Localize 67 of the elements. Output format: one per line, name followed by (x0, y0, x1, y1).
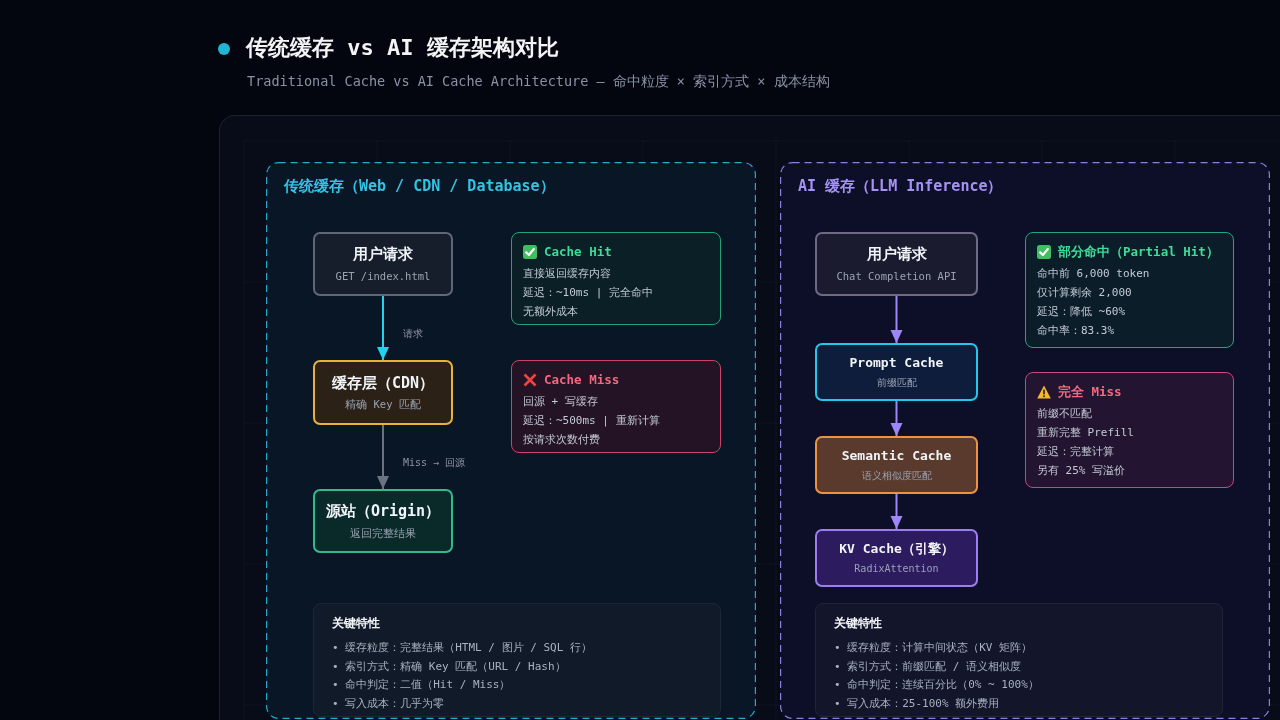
card-heading: 完全 Miss (1058, 383, 1122, 401)
info-card (1025, 232, 1234, 348)
bullet-text: • 缓存粒度：计算中间状态（KV 矩阵） (834, 640, 1033, 656)
card-text: 前缀不匹配 (1037, 406, 1092, 422)
card-text: 直接返回缓存内容 (523, 266, 611, 282)
arrow (377, 295, 389, 361)
bullet-text: • 命中判定：连续百分比（0% ~ 100%） (834, 677, 1039, 694)
card-text: 延迟：~10ms | 完全命中 (523, 285, 653, 301)
node-subtitle: 前缀匹配 (876, 376, 917, 390)
card-text: 重新完整 Prefill (1037, 425, 1134, 441)
process-box (815, 436, 978, 494)
node-subtitle: 精确 Key 匹配 (345, 398, 421, 412)
process-box (815, 232, 978, 296)
panel-title: AI 缓存（LLM Inference） (798, 176, 1003, 196)
card-text: 延迟：完整计算 (1037, 444, 1114, 460)
bullet-text: • 缓存粒度：完整结果（HTML / 图片 / SQL 行） (332, 640, 592, 656)
node-subtitle: RadixAttention (854, 562, 939, 576)
bullet-text: • 索引方式：精确 Key 匹配（URL / Hash） (332, 658, 566, 675)
card-heading: Cache Hit (544, 243, 612, 261)
card-heading: 关键特性 (834, 615, 882, 631)
info-card (511, 360, 721, 453)
bullet-text: • 写入成本：25-100% 额外费用 (834, 696, 1000, 713)
bullet-text: • 索引方式：前缀匹配 / 语义相似度 (834, 658, 1022, 675)
arrow (890, 295, 903, 344)
node-subtitle: 返回完整结果 (350, 526, 416, 540)
node-title: Prompt Cache (849, 354, 944, 372)
node-subtitle: GET /index.html (335, 269, 431, 283)
bullet-text: • 写入成本：几乎为零 (332, 696, 445, 713)
process-box (313, 232, 453, 296)
card-text: 延迟：降低 ~60% (1037, 304, 1126, 320)
process-box (313, 360, 453, 425)
card-heading: Cache Miss (544, 371, 620, 389)
info-card (1025, 372, 1234, 488)
node-subtitle: Chat Completion API (836, 269, 957, 283)
group-panel (266, 162, 756, 719)
node-title: Semantic Cache (841, 447, 952, 465)
arrow (890, 400, 903, 437)
card-heading: 关键特性 (332, 615, 380, 631)
arrow (890, 493, 903, 530)
process-box (313, 489, 453, 553)
page-title: 传统缓存 vs AI 缓存架构对比 (246, 34, 559, 62)
node-title: 源站（Origin） (325, 502, 441, 522)
node-title: 用户请求 (353, 245, 413, 265)
node-subtitle: 语义相似度匹配 (861, 469, 932, 483)
card-text: 按请求次数付费 (523, 432, 600, 448)
feature-card (815, 603, 1223, 717)
feature-card (313, 603, 721, 717)
info-card (511, 232, 721, 325)
process-box (815, 343, 978, 401)
card-text: 另有 25% 写溢价 (1037, 463, 1126, 479)
node-title: 用户请求 (866, 245, 927, 265)
bullet-text: • 命中判定：二值（Hit / Miss） (332, 677, 511, 694)
group-panel (780, 162, 1270, 719)
card-text: 命中前 6,000 token (1037, 266, 1150, 282)
node-title: KV Cache（引擎） (839, 540, 954, 558)
card-text: 回源 + 写缓存 (523, 394, 598, 410)
card-text: 无额外成本 (523, 304, 578, 320)
subtitle: Traditional Cache vs AI Cache Architecture — 命中粒度 × 索引方式 × 成本结构 (247, 72, 830, 90)
arrow (377, 424, 389, 490)
node-title: 缓存层（CDN） (331, 373, 435, 394)
card-text: 延迟：~500ms | 重新计算 (523, 413, 660, 429)
edge-label: 请求 (400, 325, 426, 341)
process-box (815, 529, 978, 587)
card-text: 仅计算剩余 2,000 (1037, 285, 1132, 301)
card-heading: 部分命中（Partial Hit） (1058, 243, 1219, 261)
card-text: 命中率：83.3% (1037, 323, 1115, 339)
panel-title: 传统缓存（Web / CDN / Database） (284, 176, 555, 196)
